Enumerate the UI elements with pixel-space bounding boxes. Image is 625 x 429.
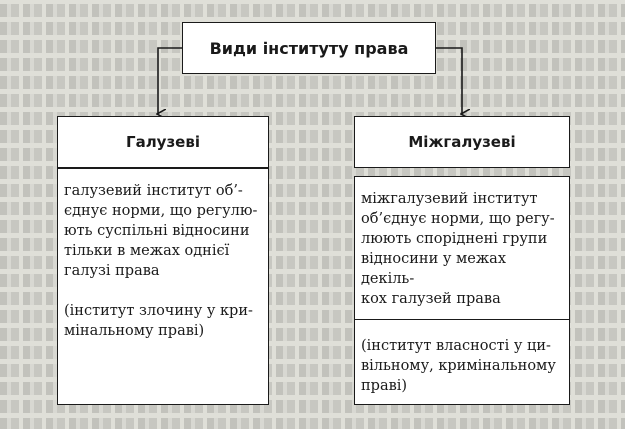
left-category-heading: Галузеві	[57, 116, 269, 168]
right-category-heading: Міжгалузеві	[354, 116, 570, 168]
right-category-description: міжгалузевий інститут об’єднує норми, що…	[354, 176, 570, 405]
right-example-text: (інститут власності у ци- вільному, крим…	[361, 338, 556, 394]
right-description-text: міжгалузевий інститут об’єднує норми, що…	[361, 191, 555, 307]
diagram-title: Види інституту права	[182, 22, 436, 74]
right-connector-arrow	[436, 47, 462, 114]
left-category-description: галузевий інститут об’- єднує норми, що …	[57, 168, 269, 405]
left-connector-arrow	[158, 47, 182, 114]
left-description-text: галузевий інститут об’- єднує норми, що …	[64, 183, 258, 279]
right-divider	[355, 319, 569, 320]
left-example-text: (інститут злочину у кри- мінальному прав…	[64, 303, 253, 339]
